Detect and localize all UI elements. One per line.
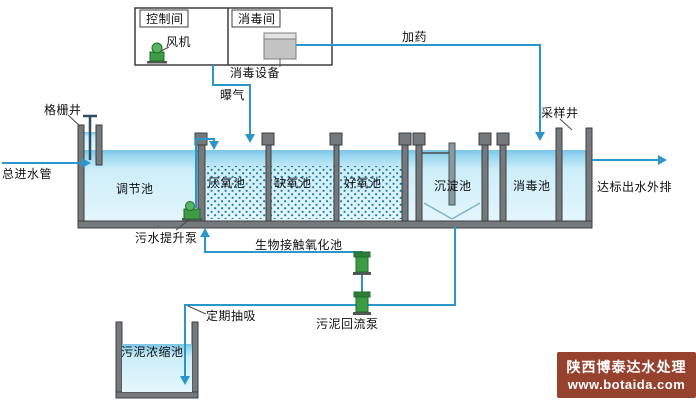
wall-anoxic-aerobic bbox=[333, 144, 340, 222]
disinfection-room-label: 消毒间 bbox=[238, 12, 276, 26]
sludge-return-arrow bbox=[200, 228, 210, 237]
outflow-arrow bbox=[658, 155, 667, 165]
suction-arrow bbox=[180, 376, 190, 385]
watermark-website: www.botaida.com bbox=[567, 377, 686, 392]
aeration-pipe bbox=[212, 65, 251, 134]
wall-disinfection-left bbox=[499, 144, 507, 222]
control-room-label: 控制间 bbox=[146, 12, 184, 26]
aeration-arrow bbox=[245, 134, 255, 143]
disinfection-equipment-label: 消毒设备 bbox=[230, 66, 281, 80]
right-outer-wall bbox=[585, 127, 593, 222]
sampling-well-leader bbox=[559, 118, 573, 131]
control-building bbox=[134, 7, 333, 67]
grid-well-leader bbox=[67, 114, 81, 127]
tank-floor bbox=[77, 220, 593, 229]
sludge-return-pipe bbox=[204, 236, 363, 305]
sedimentation-internals bbox=[422, 142, 481, 220]
wall-post bbox=[329, 132, 343, 146]
bar-screen-icon bbox=[83, 114, 97, 160]
wall-post bbox=[398, 132, 412, 146]
inlet-label: 总进水管 bbox=[2, 167, 53, 181]
fan-label: 风机 bbox=[166, 35, 192, 49]
aerobic-media bbox=[339, 166, 402, 219]
sludge-drain-pipe bbox=[184, 226, 456, 376]
control-room-label-box bbox=[139, 9, 189, 28]
hopper-slope-lines bbox=[423, 202, 481, 220]
aeration-label: 曝气 bbox=[220, 88, 246, 102]
sludge-return-pump-label: 污泥回流泵 bbox=[316, 317, 379, 331]
pipe-arrows bbox=[82, 132, 667, 385]
wall-disinfection-right bbox=[555, 127, 563, 222]
dosing-arrow bbox=[535, 132, 545, 141]
lift-arrow bbox=[209, 141, 219, 150]
leader-lines bbox=[67, 46, 573, 315]
anaerobic-media bbox=[205, 166, 266, 219]
disinfection-room-label-box bbox=[231, 9, 281, 28]
watermark-company: 陕西博泰达水处理 bbox=[566, 359, 687, 375]
wall-sedimentation-left bbox=[415, 144, 423, 222]
weir-channel-water bbox=[488, 150, 500, 221]
channel-water bbox=[408, 150, 416, 221]
lift-pump-icon bbox=[182, 201, 202, 221]
wall-post bbox=[478, 132, 492, 146]
lift-pump-label: 污水提升泵 bbox=[135, 231, 198, 245]
sampling-well-water bbox=[562, 150, 586, 221]
thickening-tank-water bbox=[122, 344, 192, 392]
watermark-badge: 陕西博泰达水处理 www.botaida.com bbox=[557, 352, 696, 398]
dosing-pipe bbox=[296, 44, 541, 132]
fan-leader bbox=[160, 46, 170, 52]
center-feed-pipe bbox=[448, 142, 456, 206]
inlet-arrow bbox=[82, 158, 91, 168]
regulation-tank-label: 调节池 bbox=[116, 182, 154, 196]
lift-pump-pipe bbox=[195, 138, 215, 208]
dosing-label: 加药 bbox=[402, 30, 428, 44]
sludge-thickening-label: 污泥浓缩池 bbox=[121, 345, 184, 359]
sedimentation-tank-label: 沉淀池 bbox=[434, 179, 472, 193]
wall-post bbox=[261, 132, 275, 146]
thickening-left-wall bbox=[115, 321, 123, 398]
thickening-floor bbox=[115, 391, 199, 399]
thickening-right-wall bbox=[191, 321, 199, 398]
tank-structure bbox=[77, 124, 593, 229]
fan-icon bbox=[147, 42, 167, 64]
suction-leader bbox=[187, 305, 207, 315]
pipes bbox=[2, 44, 658, 376]
wall-post bbox=[496, 132, 510, 146]
lift-pump-leader bbox=[175, 218, 191, 231]
wall-post bbox=[412, 132, 426, 146]
wall-anaerobic-anoxic bbox=[265, 144, 272, 222]
aerobic-tank-label: 好氧池 bbox=[344, 176, 382, 190]
anoxic-tank-label: 缺氧池 bbox=[274, 176, 312, 190]
grid-well-inner-wall bbox=[95, 124, 103, 166]
building-outline bbox=[134, 7, 333, 66]
periodic-suction-label: 定期抽吸 bbox=[206, 309, 257, 323]
wall-aerobic-right bbox=[401, 144, 409, 222]
disinfection-equipment-box bbox=[263, 32, 297, 67]
sludge-return-pump-icon-2 bbox=[353, 291, 371, 315]
grid-well-label: 格栅井 bbox=[44, 103, 82, 117]
sampling-well-label: 采样井 bbox=[541, 106, 579, 120]
anoxic-media bbox=[271, 166, 334, 219]
sludge-return-pump-icon-1 bbox=[353, 251, 371, 275]
bio-oxidation-label: 生物接触氧化池 bbox=[255, 238, 343, 252]
disinfection-tank-water bbox=[506, 150, 556, 221]
anaerobic-tank-label: 厌氧池 bbox=[208, 176, 246, 190]
bio-media-dots bbox=[205, 166, 402, 219]
wall-sedimentation-right bbox=[481, 144, 489, 222]
left-outer-wall bbox=[77, 124, 85, 229]
outflow-label: 达标出水外排 bbox=[597, 180, 673, 194]
regulation-tank-water bbox=[84, 150, 198, 221]
disinfection-tank-label: 消毒池 bbox=[513, 179, 551, 193]
